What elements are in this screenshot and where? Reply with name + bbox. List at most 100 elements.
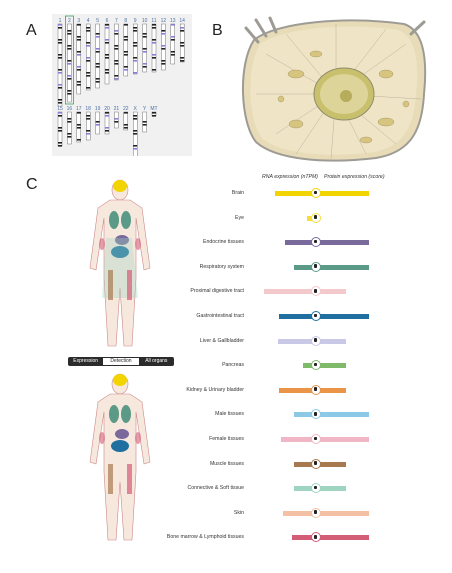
protein-expression-bar[interactable] [316,191,370,196]
chr-top-chromosome[interactable] [95,23,100,89]
tissue-label[interactable]: Pancreas [222,362,244,369]
protein-expression-bar[interactable] [316,387,346,393]
protein-expression-bar[interactable] [316,486,346,492]
tissue-icon-glyph [313,190,318,195]
chr-top-label: 3 [77,18,80,24]
chr-bot-chromosome[interactable] [57,111,63,147]
chr-top-label: 12 [161,18,167,24]
rna-expression-bar[interactable] [293,264,316,270]
chr-top-chromosome[interactable] [104,23,110,85]
tissue-label[interactable]: Bone marrow & Lymphoid tissues [166,534,244,541]
tissue-icon[interactable] [311,360,321,371]
chr-top-chromosome[interactable] [57,23,63,107]
tissue-label[interactable]: Respiratory system [199,263,244,270]
tissue-label[interactable]: Eye [235,214,244,221]
tissue-label[interactable]: Brain [231,190,244,196]
tissue-icon[interactable] [311,458,321,469]
rna-expression-bar[interactable] [275,191,316,196]
tissue-label[interactable]: Proximal digestive tract [190,288,244,295]
chr-bot-label: 19 [95,106,101,112]
tissue-icon-glyph [313,362,318,367]
chr-top-chromosome[interactable] [170,23,176,65]
tab-expression[interactable]: Expression [73,358,99,364]
chr-bot-chromosome[interactable] [95,111,100,135]
tissue-label[interactable]: Muscle tissues [209,460,244,467]
chr-top-label: 14 [179,18,185,24]
rna-expression-bar[interactable] [279,387,316,393]
rna-expression-bar[interactable] [264,289,316,295]
tab-all-organs[interactable]: All organs [145,358,168,364]
rna-expression-bar[interactable] [293,412,316,418]
chr-top-chromosome[interactable] [161,23,166,71]
protein-expression-bar[interactable] [316,412,370,418]
tab-detection[interactable]: Detection [103,358,139,365]
rna-expression-bar[interactable] [282,510,316,516]
tissue-label[interactable]: Endocrine tissues [203,239,244,246]
rna-expression-bar[interactable] [284,240,316,246]
chr-top-chromosome[interactable] [132,23,138,75]
chr-bot-chromosome[interactable] [132,111,138,159]
rna-expression-bar[interactable] [293,461,316,467]
tissue-icon[interactable] [311,188,321,198]
tissue-label[interactable]: Skin [233,509,244,516]
protein-expression-bar[interactable] [316,314,370,319]
rna-expression-bar[interactable] [277,338,316,344]
tissue-label[interactable]: Male tissues [215,411,244,418]
rna-expression-bar[interactable] [293,486,316,492]
tissue-icon[interactable] [311,286,321,297]
tissue-label[interactable]: Kidney & Urinary bladder [186,386,244,393]
tissue-label[interactable]: Connective & Soft tissue [187,485,244,492]
tissue-icon[interactable] [311,212,321,223]
chr-top-label: 4 [87,18,90,24]
tissue-icon[interactable] [311,483,321,494]
chr-top-chromosome[interactable] [179,23,185,63]
chr-top-chromosome[interactable] [86,23,91,91]
tissue-icon[interactable] [311,409,321,420]
protein-expression-bar[interactable] [316,437,370,442]
tissue-icon-glyph [313,510,318,514]
protein-expression-bar[interactable] [316,264,370,270]
tissue-icon-glyph [313,485,318,490]
chr-top-chromosome[interactable] [142,23,147,73]
chr-bot-chromosome[interactable] [104,111,110,135]
rna-expression-bar[interactable] [279,314,316,319]
chr-bot-chromosome[interactable] [123,111,129,131]
chr-top-label: 2 [68,18,71,24]
rna-expression-bar[interactable] [281,437,316,442]
selected-chromosome-highlight [64,15,74,105]
protein-expression-bar[interactable] [316,240,370,246]
tissue-label[interactable]: Gastrointestinal tract [196,313,244,319]
chr-bot-chromosome[interactable] [76,111,81,143]
protein-expression-bar[interactable] [316,535,370,541]
chr-top-chromosome[interactable] [67,23,72,103]
protein-expression-bar[interactable] [316,363,346,369]
rna-expression-bar[interactable] [291,535,316,541]
protein-expression-bar[interactable] [316,461,346,467]
tissue-icon[interactable] [311,311,321,321]
chr-top-chromosome[interactable] [114,23,119,81]
tissue-icon[interactable] [311,237,321,248]
chr-bot-chromosome[interactable] [86,111,91,141]
chr-top-chromosome[interactable] [76,23,81,95]
tissue-icon[interactable] [311,507,321,518]
chr-bot-chromosome[interactable] [67,111,72,145]
rna-expression-bar[interactable] [302,363,316,369]
protein-expression-bar[interactable] [316,289,346,295]
tissue-icon[interactable] [311,532,321,543]
protein-expression-bar[interactable] [316,510,370,516]
chr-top-label: 1 [59,18,62,24]
tissue-label[interactable]: Female tissues [209,436,244,442]
protein-expression-bar[interactable] [316,338,346,344]
chr-bot-chromosome[interactable] [114,111,119,129]
chr-top-chromosome[interactable] [151,23,157,73]
tissue-icon[interactable] [311,434,321,444]
tissue-icon[interactable] [311,335,321,346]
tissue-icon[interactable] [311,384,321,395]
tissue-icon[interactable] [311,261,321,272]
tissue-label[interactable]: Liver & Gallbladder [199,337,244,344]
chr-bot-chromosome[interactable] [151,111,157,117]
chr-top-chromosome[interactable] [123,23,129,77]
chr-bot-chromosome[interactable] [142,111,147,133]
